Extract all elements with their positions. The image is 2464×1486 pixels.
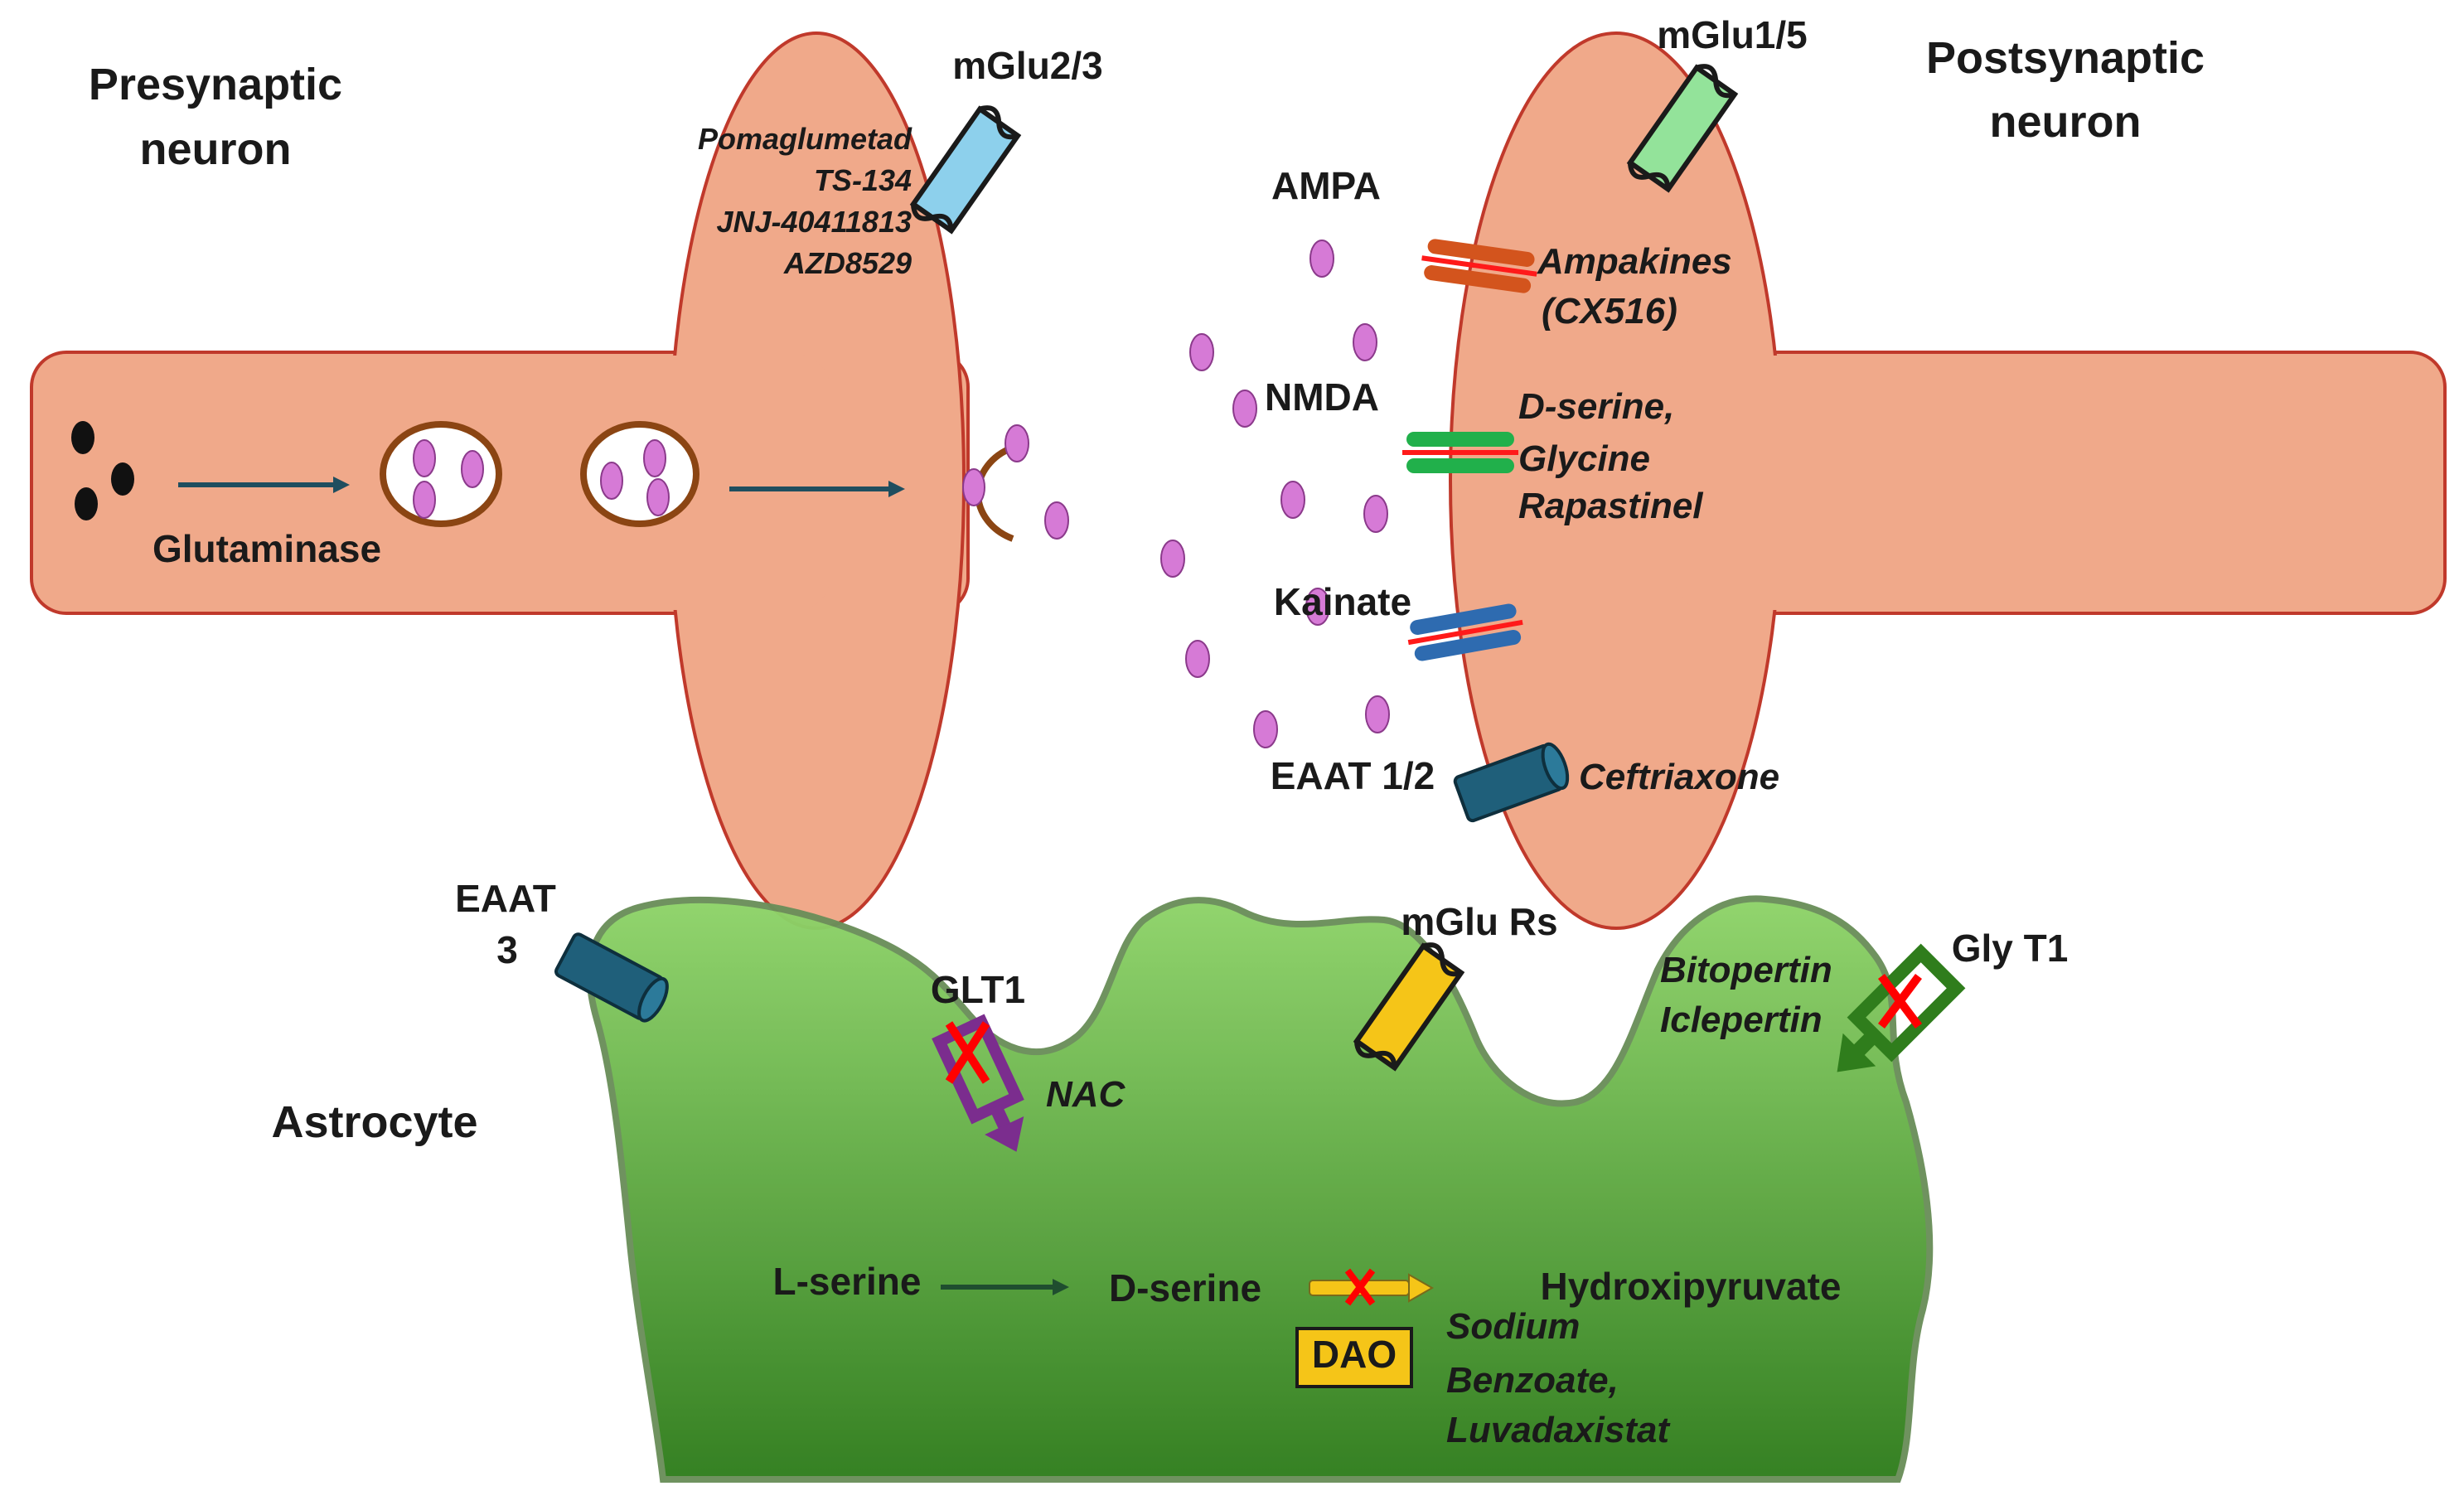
dao-drug-1: Sodium <box>1446 1306 1580 1347</box>
dao-drug-2: Benzoate, <box>1446 1360 1619 1401</box>
glt1-label: GLT1 <box>931 968 1025 1011</box>
glt1-inhibition-mark <box>945 1021 990 1084</box>
kainate-channel <box>1407 603 1523 661</box>
lserine-label: L-serine <box>773 1260 922 1303</box>
glyt1-label: Gly T1 <box>1952 927 2069 970</box>
dao-drug-3: Luvadaxistat <box>1446 1410 1671 1450</box>
mglu23-drug-3: JNJ-40411813 <box>716 205 912 239</box>
postsynaptic-title-line2: neuron <box>1990 97 2142 147</box>
glutamine-molecules <box>71 421 134 520</box>
mglu23-receptor <box>909 105 1022 235</box>
mglurs-label: mGlu Rs <box>1401 900 1557 943</box>
mglurs-receptor <box>1353 942 1465 1072</box>
eaat3-transporter <box>554 932 669 1023</box>
ampa-label: AMPA <box>1271 164 1381 207</box>
synaptic-vesicle-2 <box>580 421 700 527</box>
ampa-drug-1: Ampakines <box>1537 241 1732 282</box>
postsynaptic-title-line1: Postsynaptic <box>1926 33 2205 83</box>
dao-label: DAO <box>1312 1333 1397 1376</box>
presynaptic-title-line2: neuron <box>140 124 292 174</box>
mglu23-drug-2: TS-134 <box>814 163 912 197</box>
astrocyte <box>586 895 1934 1483</box>
glutaminase-label: Glutaminase <box>152 527 381 570</box>
nmda-drug-1: D-serine, <box>1518 386 1674 427</box>
eaat12-transporter <box>1453 742 1570 823</box>
glyt1-inhibition-mark <box>1878 974 1922 1029</box>
synaptic-glutamate <box>1004 240 1390 748</box>
ampa-channel <box>1421 239 1537 293</box>
mglu23-drug-1: Pomaglumetad <box>698 122 913 156</box>
glt1-drug: NAC <box>1046 1074 1126 1115</box>
dao-enzyme-box: DAO <box>1295 1327 1413 1388</box>
synaptic-vesicle-1 <box>380 421 502 527</box>
nmda-drug-3: Rapastinel <box>1518 486 1703 526</box>
mglu15-receptor <box>1626 64 1739 193</box>
nmda-channel <box>1402 432 1518 473</box>
astrocyte-title: Astrocyte <box>271 1097 477 1147</box>
hydroxipyruvate-label: Hydroxipyruvate <box>1540 1265 1841 1308</box>
eaat12-drug: Ceftriaxone <box>1579 757 1779 797</box>
nmda-label: NMDA <box>1265 375 1379 419</box>
ampa-drug-2: (CX516) <box>1542 291 1677 332</box>
lserine-to-dserine-arrow <box>941 1279 1069 1295</box>
dserine-label: D-serine <box>1109 1266 1261 1309</box>
dao-inhibition-mark <box>1344 1268 1376 1306</box>
eaat3-label-line2: 3 <box>496 928 518 971</box>
eaat3-label-line1: EAAT <box>455 877 556 920</box>
glyt1-drug-2: Iclepertin <box>1660 1000 1823 1040</box>
mglu23-label: mGlu2/3 <box>952 44 1103 87</box>
kainate-label: Kainate <box>1274 580 1411 623</box>
presynaptic-title-line1: Presynaptic <box>89 60 342 109</box>
glyt1-drug-1: Bitopertin <box>1660 950 1832 990</box>
mglu15-label: mGlu1/5 <box>1657 13 1808 56</box>
release-arrow <box>729 481 905 497</box>
glyt1-transporter <box>1837 943 1966 1072</box>
nmda-drug-2: Glycine <box>1518 438 1650 479</box>
fusing-vesicle <box>962 444 1014 542</box>
glt1-transporter <box>932 1014 1024 1152</box>
glutaminase-arrow <box>178 477 350 493</box>
eaat12-label: EAAT 1/2 <box>1271 754 1435 797</box>
mglu23-drug-4: AZD8529 <box>783 246 912 280</box>
